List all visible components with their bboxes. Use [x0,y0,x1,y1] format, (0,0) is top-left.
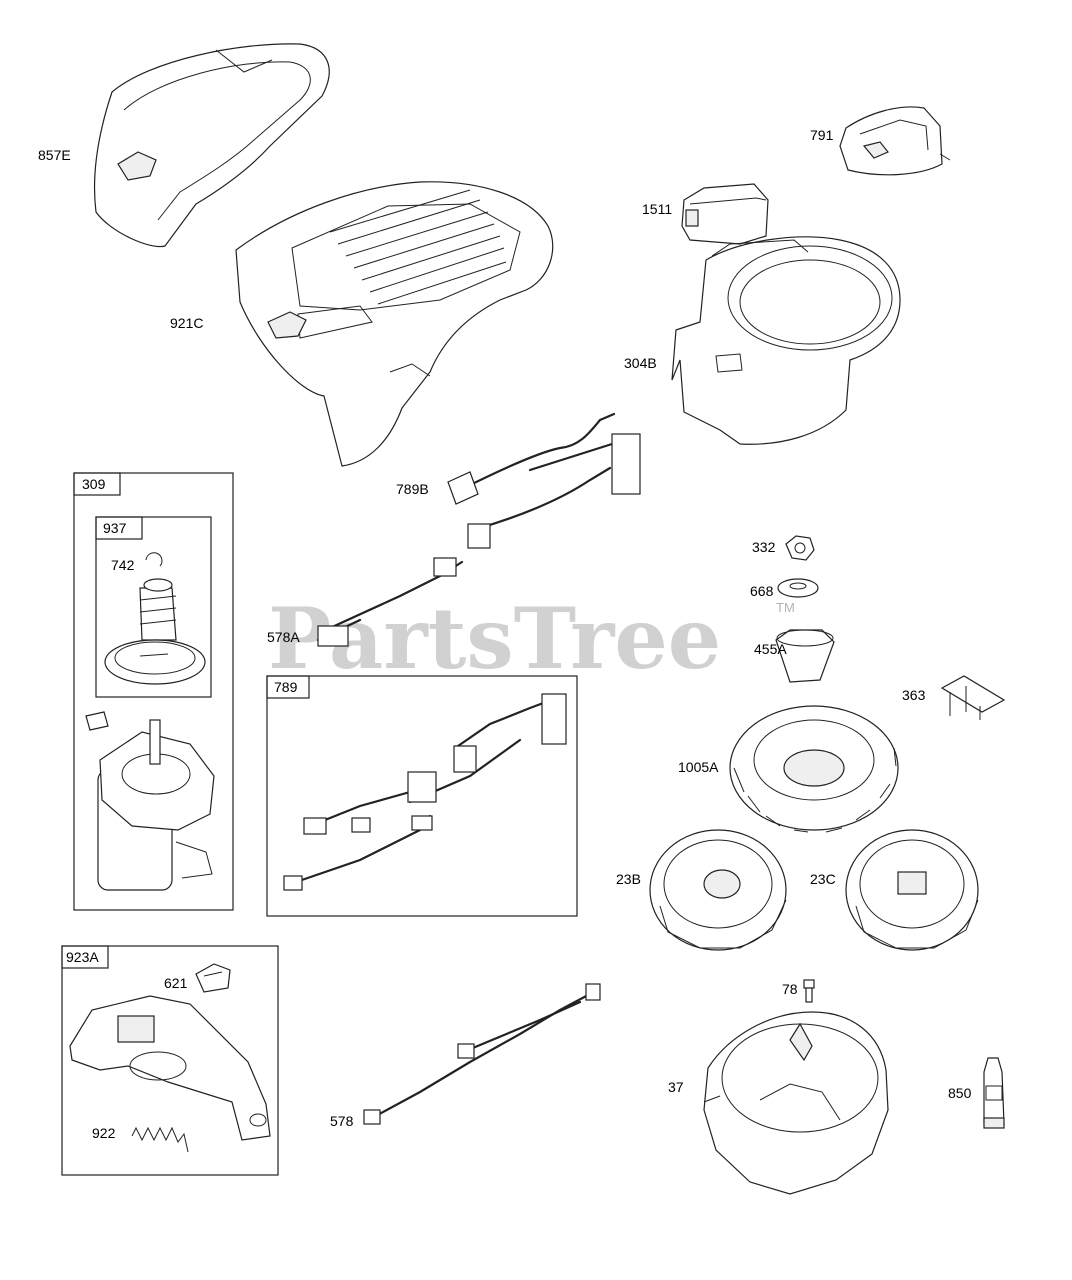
group-box-789: 789 [266,675,578,917]
part-304B-drawing [671,236,901,445]
part-578A-drawing [316,557,464,647]
part-937-drawing [104,578,206,685]
part-922-drawing [131,1126,189,1153]
callout-668[interactable]: 668 [750,583,774,599]
callout-332[interactable]: 332 [752,539,776,555]
callout-850[interactable]: 850 [948,1085,972,1101]
callout-742[interactable]: 742 [111,557,135,573]
part-742-drawing [145,552,163,567]
group-label-937: 937 [103,520,127,536]
group-box-923A: 923A [61,945,279,1176]
callout-578A[interactable]: 578A [267,629,300,645]
group-box-309: 309 [73,472,234,911]
callout-37[interactable]: 37 [668,1079,684,1095]
watermark-trademark: TM [776,600,795,615]
group-label-789: 789 [274,679,298,695]
part-789B-drawing [447,412,641,549]
part-363-drawing [940,675,1006,720]
part-332-drawing [785,535,815,561]
callout-791[interactable]: 791 [810,127,834,143]
callout-23C[interactable]: 23C [810,871,836,887]
part-791-drawing [839,106,951,176]
part-23C-drawing [845,829,979,951]
callout-578[interactable]: 578 [330,1113,354,1129]
part-857E-drawing [93,43,330,248]
callout-363[interactable]: 363 [902,687,926,703]
part-668-drawing [777,578,819,598]
part-37-drawing [703,1011,889,1195]
callout-23B[interactable]: 23B [616,871,641,887]
callout-455A[interactable]: 455A [754,641,787,657]
part-1005A-drawing [729,705,899,833]
callout-922[interactable]: 922 [92,1125,116,1141]
part-789-drawing [283,693,567,891]
part-921C-drawing [235,181,554,467]
group-label-309: 309 [82,476,106,492]
part-923A-drawing [69,995,271,1141]
callout-78[interactable]: 78 [782,981,798,997]
callout-857E[interactable]: 857E [38,147,71,163]
part-23B-drawing [649,829,787,951]
callout-621[interactable]: 621 [164,975,188,991]
part-455A-drawing [775,629,835,683]
callout-304B[interactable]: 304B [624,355,657,371]
part-578-drawing [363,983,601,1125]
callout-921C[interactable]: 921C [170,315,203,331]
part-621-drawing [195,963,231,993]
part-850-drawing [983,1057,1005,1129]
callout-789B[interactable]: 789B [396,481,429,497]
callout-1005A[interactable]: 1005A [678,759,719,775]
part-78-drawing [803,979,815,1003]
part-309-drawing [85,711,215,891]
part-1511-drawing [681,183,769,245]
callout-1511[interactable]: 1511 [642,201,672,217]
group-label-923A: 923A [66,949,99,965]
group-box-937: 937 [95,516,212,698]
